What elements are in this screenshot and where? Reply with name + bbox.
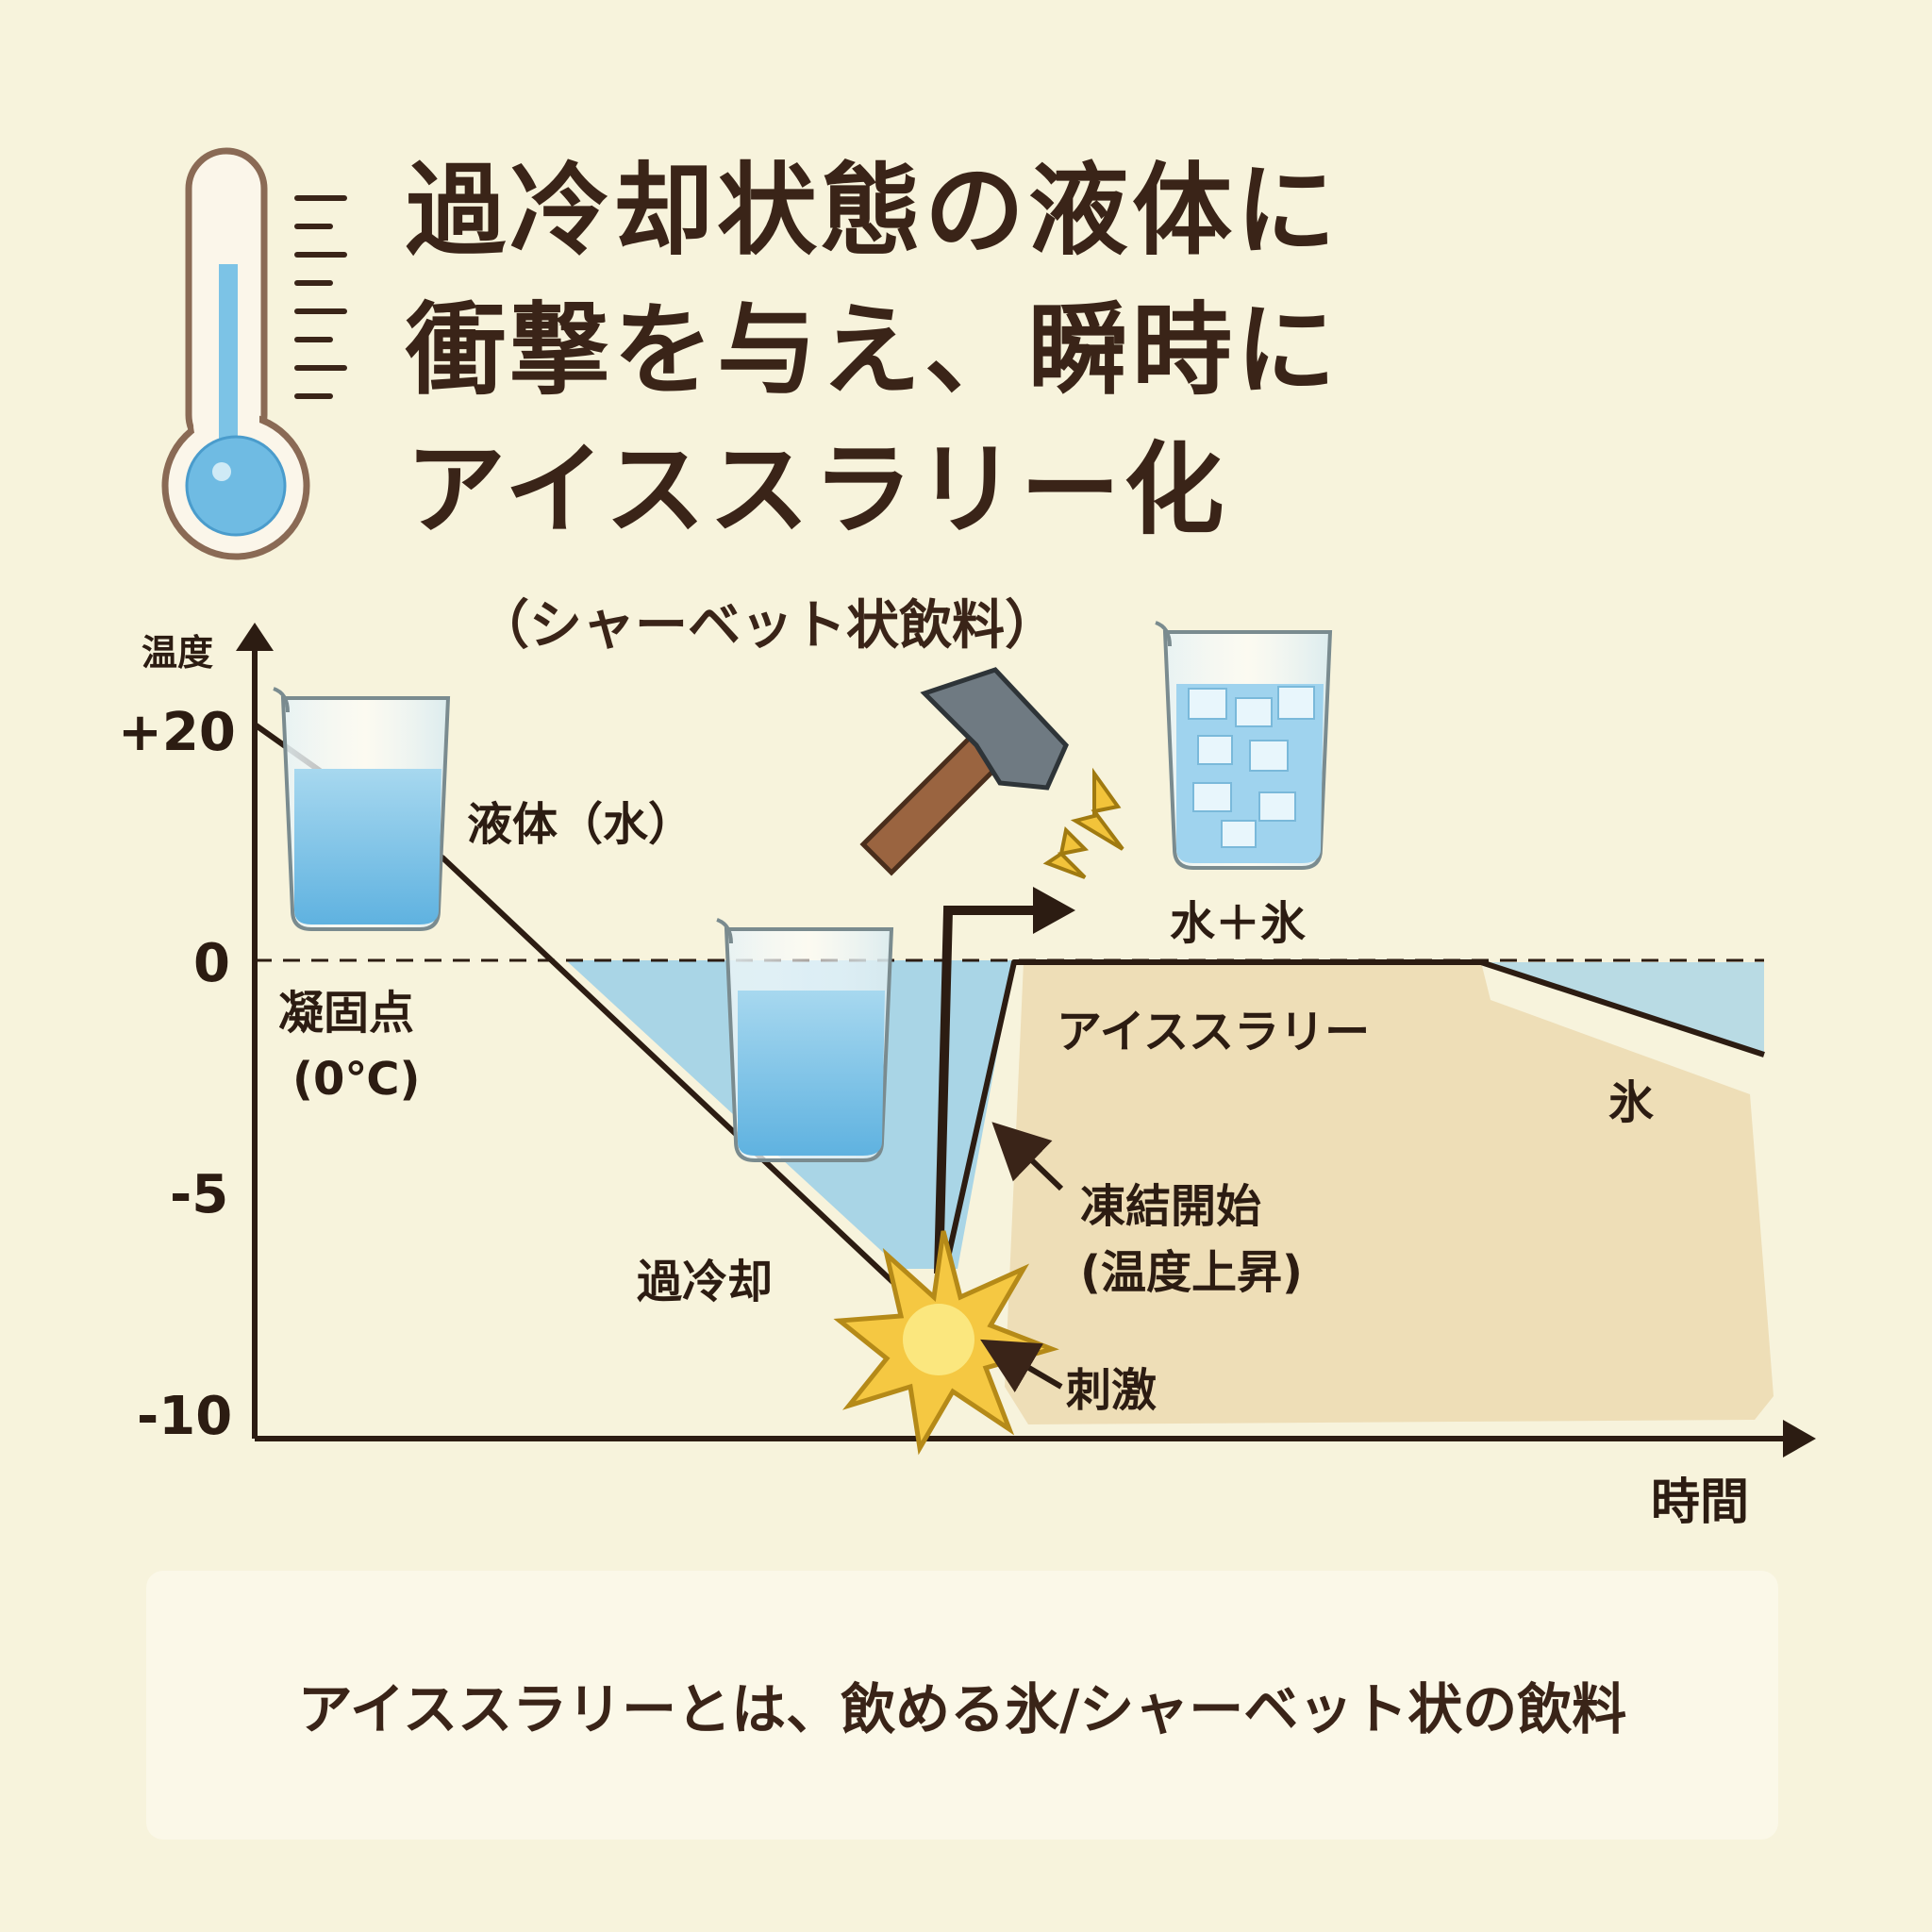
y-axis-label: 温度: [142, 632, 213, 674]
axes: [236, 623, 1816, 1457]
jump-arrow: [934, 906, 1038, 1274]
beaker-icon: [716, 918, 894, 1162]
y-tick-label: -5: [170, 1164, 228, 1225]
beaker-icon: [273, 687, 451, 931]
freeze-start-note: (温度上昇): [1080, 1246, 1303, 1299]
burst-icon: [833, 1230, 1059, 1456]
jump-arrow-head: [1033, 887, 1075, 934]
slurry-region: [1005, 962, 1774, 1424]
stimulus-arrow: [980, 1339, 1063, 1393]
page-subtitle: （シャーベット状飲料）: [476, 595, 1058, 657]
water-ice-label: 水＋氷: [1170, 897, 1306, 950]
y-tick-label: 0: [193, 933, 230, 994]
lightning-icon: [1042, 767, 1124, 879]
caption-box: アイススラリーとは、飲める氷/シャーベット状の飲料: [146, 1571, 1778, 1840]
ice-label: 氷: [1608, 1076, 1654, 1129]
beaker-icon: [1155, 621, 1333, 870]
ice-slurry-label: アイススラリー: [1057, 1006, 1370, 1058]
caption-text: アイススラリーとは、飲める氷/シャーベット状の飲料: [297, 1677, 1627, 1741]
freeze-start-label: 凍結開始: [1080, 1180, 1261, 1233]
y-tick-label: +20: [118, 702, 236, 763]
y-tick-label: -10: [137, 1386, 232, 1447]
freezing-point-label: 凝固点: [278, 987, 414, 1040]
title-line: 衝撃を与え、瞬時に: [406, 292, 1340, 408]
title-line: アイススラリー化: [406, 432, 1228, 548]
thermometer-icon: [161, 147, 347, 560]
freeze-start-arrow: [991, 1122, 1064, 1191]
supercooling-label: 過冷却: [637, 1256, 773, 1308]
stimulus-label: 刺激: [1066, 1364, 1157, 1417]
page-title: 過冷却状態の液体に 衝撃を与え、瞬時に アイススラリー化: [406, 142, 1632, 560]
title-line: 過冷却状態の液体に: [406, 153, 1340, 269]
freezing-point-temp-label: (0℃): [292, 1053, 420, 1106]
liquid-label: 液体（水）: [467, 798, 693, 851]
hammer-icon: [859, 667, 1069, 876]
x-axis-label: 時間: [1651, 1474, 1749, 1531]
